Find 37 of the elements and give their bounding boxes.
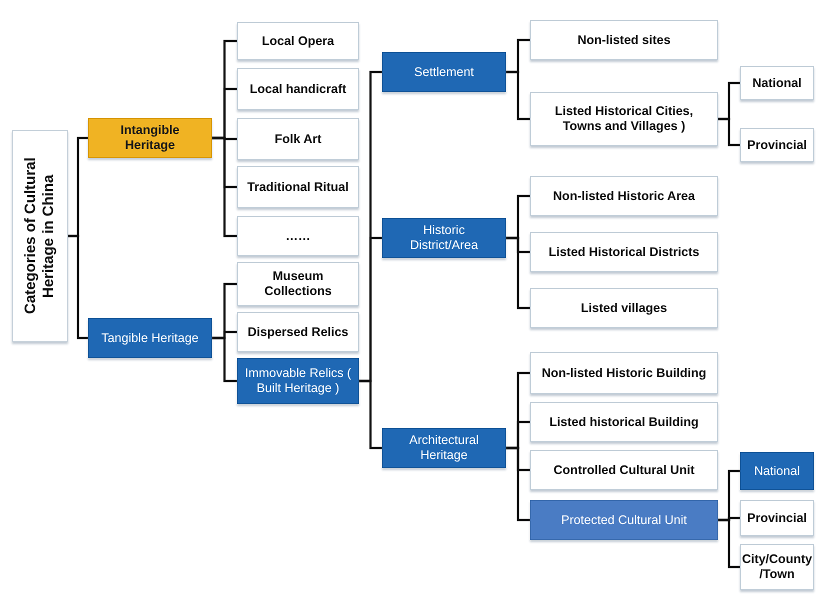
category-box: Folk Art — [237, 118, 359, 160]
category-box: Listed villages — [530, 288, 718, 328]
category-box: Listed Historical Districts — [530, 232, 718, 272]
category-box: Architectural Heritage — [382, 428, 506, 468]
category-box: Settlement — [382, 52, 506, 92]
connector-line — [212, 336, 237, 382]
category-box: National — [740, 452, 814, 490]
category-box: Non-listed Historic Area — [530, 176, 718, 216]
category-box: Historic District/Area — [382, 218, 506, 258]
category-box: Dispersed Relics — [237, 312, 359, 352]
category-box: City/County /Town — [740, 544, 814, 590]
category-box: …… — [237, 216, 359, 256]
category-box: Non-listed Historic Building — [530, 352, 718, 394]
category-box: Local handicraft — [237, 68, 359, 110]
category-box: Tangible Heritage — [88, 318, 212, 358]
connector-line — [506, 236, 530, 310]
category-box: Provincial — [740, 500, 814, 536]
category-box: Controlled Cultural Unit — [530, 450, 718, 490]
connector-line — [212, 136, 237, 238]
category-box: Non-listed sites — [530, 20, 718, 60]
category-box: Listed Historical Cities, Towns and Villages ) — [530, 92, 718, 146]
category-box: Local Opera — [237, 22, 359, 60]
connector-line — [68, 234, 88, 340]
category-box: National — [740, 66, 814, 100]
category-box: Immovable Relics ( Built Heritage ) — [237, 358, 359, 404]
connector-line — [718, 118, 740, 146]
root-category-box: Categories of Cultural Heritage in China — [12, 130, 68, 342]
connector-line — [506, 446, 530, 522]
connector-line — [506, 70, 530, 120]
category-box: Provincial — [740, 128, 814, 162]
category-box: Protected Cultural Unit — [530, 500, 718, 540]
category-box: Museum Collections — [237, 262, 359, 306]
category-box: Intangible Heritage — [88, 118, 212, 158]
category-box: Traditional Ritual — [237, 166, 359, 208]
connector-line — [718, 518, 740, 568]
connector-line — [359, 380, 382, 450]
category-box: Listed historical Building — [530, 402, 718, 442]
